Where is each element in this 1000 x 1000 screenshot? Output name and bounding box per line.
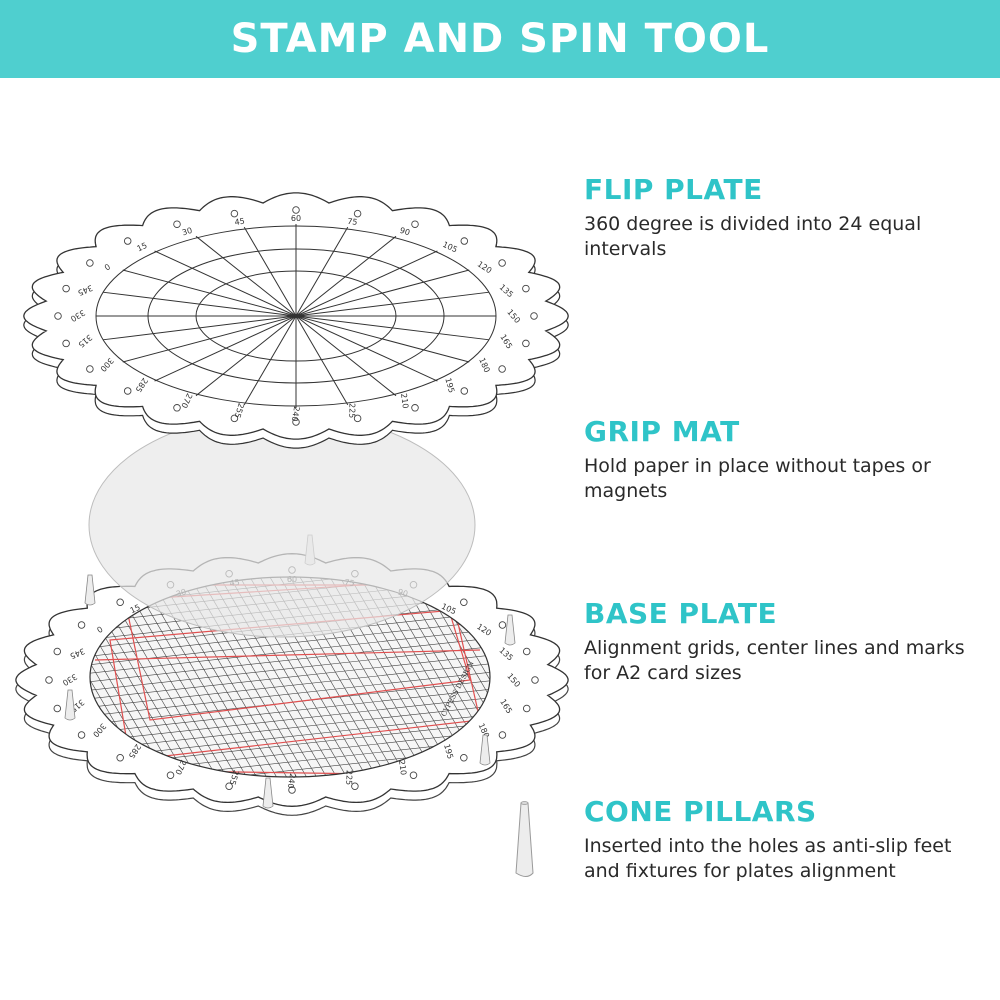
flip-hole xyxy=(173,220,181,228)
flip-degree-label: 240 xyxy=(290,406,301,423)
base-hole xyxy=(531,676,539,684)
base-hole xyxy=(460,598,468,606)
base-hole xyxy=(288,786,296,794)
flip-degree-label: 75 xyxy=(347,217,358,227)
flip-degree-label: 15 xyxy=(136,241,149,253)
flip-hole xyxy=(411,404,419,412)
feature-heading: FLIP PLATE xyxy=(584,173,763,206)
flip-spoke xyxy=(243,226,349,406)
base-hole xyxy=(522,647,531,656)
grid-line xyxy=(90,626,490,677)
base-hole xyxy=(116,598,124,606)
grid-line xyxy=(90,660,490,711)
base-hole xyxy=(166,771,175,780)
grid-line xyxy=(90,643,490,694)
base-degree-label: 15 xyxy=(129,603,142,615)
cone-pillar-icon xyxy=(515,801,534,877)
flip-hole xyxy=(522,284,530,293)
base-hole xyxy=(409,771,418,780)
flip-hole xyxy=(353,209,362,218)
feature-flip-plate: FLIP PLATE 360 degree is divided into 24… xyxy=(584,173,984,262)
feature-base-plate: BASE PLATE Alignment grids, center lines… xyxy=(584,597,984,686)
feature-heading: CONE PILLARS xyxy=(584,795,817,828)
page-title: STAMP AND SPIN TOOL xyxy=(230,16,770,62)
feature-description: Alignment grids, center lines and marks … xyxy=(584,637,965,684)
flip-hole xyxy=(411,220,419,228)
grid-line xyxy=(90,668,490,720)
base-cone-pillar xyxy=(64,689,76,721)
flip-hole xyxy=(460,387,469,395)
base-hole xyxy=(77,621,86,629)
flip-hole xyxy=(54,312,62,320)
base-hole xyxy=(53,704,62,713)
base-hole xyxy=(498,621,507,629)
base-hole xyxy=(45,676,53,684)
grid-line xyxy=(90,685,490,737)
flip-hole xyxy=(62,284,70,293)
flip-hole xyxy=(62,339,70,348)
base-hole xyxy=(498,731,507,739)
feature-heading: BASE PLATE xyxy=(584,597,778,630)
flip-hole xyxy=(498,365,506,373)
flip-hole xyxy=(230,209,239,218)
flip-degree-label: 255 xyxy=(233,402,246,419)
flip-hole xyxy=(86,365,94,373)
flip-degree-label: 210 xyxy=(399,393,410,409)
flip-hole xyxy=(292,418,300,426)
base-cone-pillar xyxy=(262,777,274,809)
grid-line xyxy=(90,651,490,703)
flip-hole xyxy=(123,237,132,245)
grid-line xyxy=(90,617,490,669)
flip-hole xyxy=(230,414,239,423)
base-degree-label: 225 xyxy=(344,770,353,785)
grid-line xyxy=(90,694,490,745)
feature-description: Inserted into the holes as anti-slip fee… xyxy=(584,835,952,882)
flip-hole xyxy=(522,339,530,348)
base-hole xyxy=(77,731,86,739)
feature-grip-mat: GRIP MAT Hold paper in place without tap… xyxy=(584,415,984,504)
base-hole xyxy=(351,782,359,791)
base-cone-pillar xyxy=(84,574,96,606)
feature-heading: GRIP MAT xyxy=(584,415,740,448)
feature-description: 360 degree is divided into 24 equal inte… xyxy=(584,213,922,260)
base-degree-label: 0 xyxy=(95,625,104,635)
flip-hole xyxy=(460,237,469,245)
flip-hole xyxy=(353,414,362,423)
flip-hole xyxy=(173,404,181,412)
base-degree-label: 255 xyxy=(228,769,241,786)
feature-description: Hold paper in place without tapes or mag… xyxy=(584,455,931,502)
base-hole xyxy=(53,647,62,656)
base-degree-label: 240 xyxy=(286,773,297,790)
flip-hole xyxy=(498,259,506,267)
base-degree-label: 195 xyxy=(442,743,455,760)
flip-degree-label: 30 xyxy=(181,226,193,238)
red-guide xyxy=(94,649,481,661)
base-cone-pillar xyxy=(479,734,491,766)
base-hole xyxy=(522,704,531,713)
base-hole xyxy=(116,754,124,762)
flip-hole xyxy=(292,206,300,214)
flip-hole xyxy=(123,387,132,395)
base-degree-label: 210 xyxy=(397,759,408,775)
product-illustration: 0153045607590105120135150165180195210225… xyxy=(15,192,569,877)
flip-degree-label: 60 xyxy=(291,214,301,223)
flip-degree-label: 225 xyxy=(347,403,356,418)
base-hole xyxy=(460,754,468,762)
grid-line xyxy=(90,634,490,686)
flip-degree-label: 0 xyxy=(103,262,112,272)
feature-cone-pillars: CONE PILLARS Inserted into the holes as … xyxy=(584,795,984,884)
flip-degree-label: 195 xyxy=(443,377,456,394)
base-hole xyxy=(225,782,233,791)
flip-degree-label: 45 xyxy=(234,217,245,227)
flip-hole xyxy=(530,312,538,320)
flip-hole xyxy=(86,259,94,267)
header-banner: STAMP AND SPIN TOOL xyxy=(0,0,1000,78)
base-cone-pillar xyxy=(504,614,516,646)
flip-degree-label: 90 xyxy=(399,226,411,238)
